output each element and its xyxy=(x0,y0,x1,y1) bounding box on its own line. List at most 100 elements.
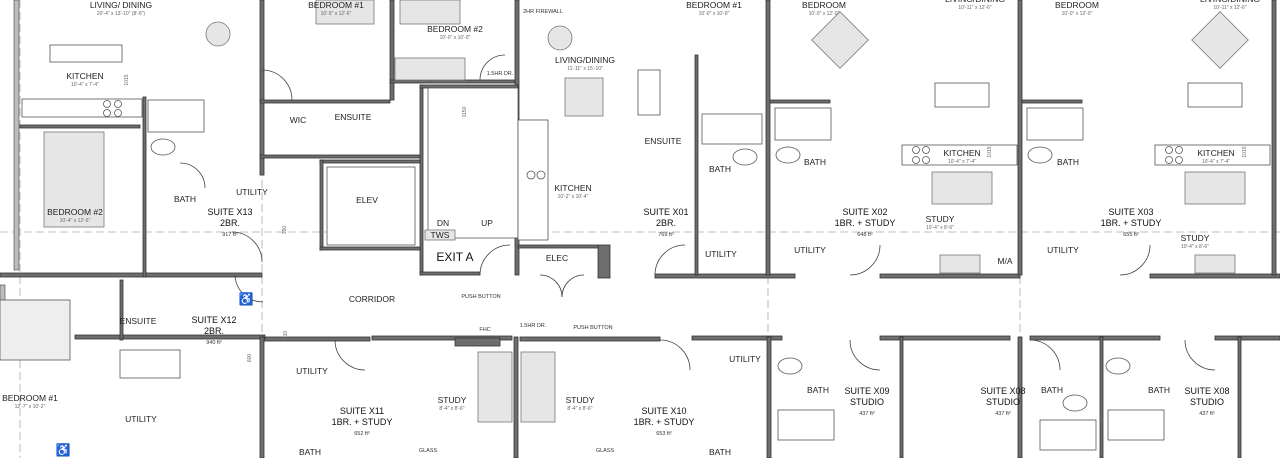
room-label: BATH xyxy=(174,194,196,204)
plan-note: 2HR FIREWALL xyxy=(523,9,563,15)
plan-note: GLASS xyxy=(596,448,615,454)
room-dimensions: 10'-0" x 10'-0" xyxy=(440,35,471,41)
room-label: BATH xyxy=(804,157,826,167)
room-dimensions: 10'-4" x 7'-4" xyxy=(948,159,976,165)
room-label: BATH xyxy=(807,385,829,395)
room-label: BEDROOM #1 xyxy=(2,393,58,403)
room-label: DN xyxy=(437,218,449,228)
wheelchair-icon: ♿ xyxy=(56,443,71,457)
suite-type: 2BR. xyxy=(204,326,224,336)
suite-type: 1BR. + STUDY xyxy=(1101,218,1162,228)
room-dimensions: 10'-2" x 10'-4" xyxy=(558,194,589,200)
suite-type: STUDIO xyxy=(850,397,884,407)
suite-area: 655 ft² xyxy=(1123,232,1139,238)
suite-name: SUITE X10 xyxy=(641,406,686,416)
room-label: STUDY xyxy=(566,395,595,405)
room-label: BEDROOM #1 xyxy=(686,0,742,10)
suite-type: STUDIO xyxy=(1190,397,1224,407)
room-dimensions: 10'-4" x 12'-6" xyxy=(60,218,91,224)
dimension-label: 1150 xyxy=(462,106,468,117)
suite-area: 652 ft² xyxy=(354,431,370,437)
room-label: BEDROOM #1 xyxy=(308,0,364,10)
suite-area: 769 ft² xyxy=(658,232,674,238)
room-label: BATH xyxy=(709,164,731,174)
room-label: UTILITY xyxy=(794,245,826,255)
room-label: BATH xyxy=(1041,385,1063,395)
room-dimensions: 11'-11" x 15'-10" xyxy=(567,66,603,72)
room-label: KITCHEN xyxy=(554,183,591,193)
room-label: UP xyxy=(481,218,493,228)
plan-note: 1.5HR DR. xyxy=(487,71,514,77)
room-dimensions: 10'-9" x 12'-6" xyxy=(321,11,352,17)
suite-area: 437 ft² xyxy=(859,411,875,417)
room-label: BATH xyxy=(299,447,321,457)
room-label: TWS xyxy=(431,230,450,240)
suite-name: SUITE X13 xyxy=(207,207,252,217)
suite-name: SUITE X09 xyxy=(844,386,889,396)
suite-type: 1BR. + STUDY xyxy=(835,218,896,228)
plan-note: PUSH BUTTON xyxy=(461,294,500,300)
room-label: KITCHEN xyxy=(943,148,980,158)
room-label: ENSUITE xyxy=(335,112,372,122)
room-label: BEDROOM #2 xyxy=(427,24,483,34)
exit-label: EXIT A xyxy=(436,250,473,264)
room-dimensions: 8'-4" x 8'-6" xyxy=(567,406,592,412)
room-label: BATH xyxy=(1057,157,1079,167)
dimension-label: 1015 xyxy=(1242,146,1248,157)
room-label: UTILITY xyxy=(236,187,268,197)
room-dimensions: 10'-4" x 8'-6" xyxy=(926,225,954,231)
dimension-label: 1015 xyxy=(987,146,993,157)
suite-name: SUITE X12 xyxy=(191,315,236,325)
room-label: ENSUITE xyxy=(120,316,157,326)
room-label: STUDY xyxy=(1181,233,1210,243)
door-swings xyxy=(179,54,1216,371)
room-dimensions: 10'-0" x 12'-0" xyxy=(1062,11,1093,17)
suite-type: 2BR. xyxy=(220,218,240,228)
room-label: UTILITY xyxy=(296,366,328,376)
suite-name: SUITE X08 xyxy=(1184,386,1229,396)
suite-name: SUITE X03 xyxy=(1108,207,1153,217)
dimension-label: 600 xyxy=(247,354,253,363)
suite-area: 437 ft² xyxy=(995,411,1011,417)
plan-note: 1.5HR DR. xyxy=(520,323,547,329)
room-label: UTILITY xyxy=(729,354,761,364)
room-label: BEDROOM #2 xyxy=(47,207,103,217)
room-label: LIVING/DINING xyxy=(1200,0,1260,4)
room-label: CORRIDOR xyxy=(349,294,395,304)
room-label: UTILITY xyxy=(125,414,157,424)
room-label: ENSUITE xyxy=(645,136,682,146)
plan-note: FHC xyxy=(479,327,490,333)
accessibility-icons: ♿ ♿ xyxy=(56,292,254,457)
suite-name: SUITE X11 xyxy=(340,406,384,416)
room-label: ELEV xyxy=(356,195,378,205)
room-dimensions: 12'-7" x 10'-2" xyxy=(15,404,46,410)
suite-type: STUDIO xyxy=(986,397,1020,407)
dimension-label: 410 xyxy=(283,331,289,340)
plan-note: GLASS xyxy=(419,448,438,454)
room-dimensions: 10'-11" x 12'-6" xyxy=(958,5,991,11)
room-label: UTILITY xyxy=(705,249,737,259)
suite-name: SUITE X02 xyxy=(842,207,887,217)
room-dimensions: 8'-4" x 8'-6" xyxy=(439,406,464,412)
room-label: UTILITY xyxy=(1047,245,1079,255)
suite-area: 437 ft² xyxy=(1199,411,1215,417)
room-dimensions: 10'-4" x 8'-6" xyxy=(1181,244,1209,250)
room-dimensions: 20'-4" x 13'-10" (8'-6") xyxy=(97,11,146,17)
room-label: BATH xyxy=(1148,385,1170,395)
room-dimensions: 10'-11" x 12'-6" xyxy=(1213,5,1246,11)
room-label: LIVING/DINING xyxy=(555,55,615,65)
room-label: STUDY xyxy=(926,214,955,224)
room-dimensions: 10'-4" x 7'-4" xyxy=(71,82,99,88)
dimension-label: 350 xyxy=(282,226,288,235)
suite-area: 653 ft² xyxy=(656,431,672,437)
room-dimensions: 10'-0" x 10'-0" xyxy=(699,11,730,17)
suite-area: 940 ft² xyxy=(206,340,222,346)
suite-type: 1BR. + STUDY xyxy=(332,417,393,427)
room-label: KITCHEN xyxy=(1197,148,1234,158)
fixtures xyxy=(0,0,1271,451)
room-label: LIVING/DINING xyxy=(945,0,1005,4)
wheelchair-icon: ♿ xyxy=(239,292,254,306)
suite-area: 917 ft² xyxy=(222,232,238,238)
